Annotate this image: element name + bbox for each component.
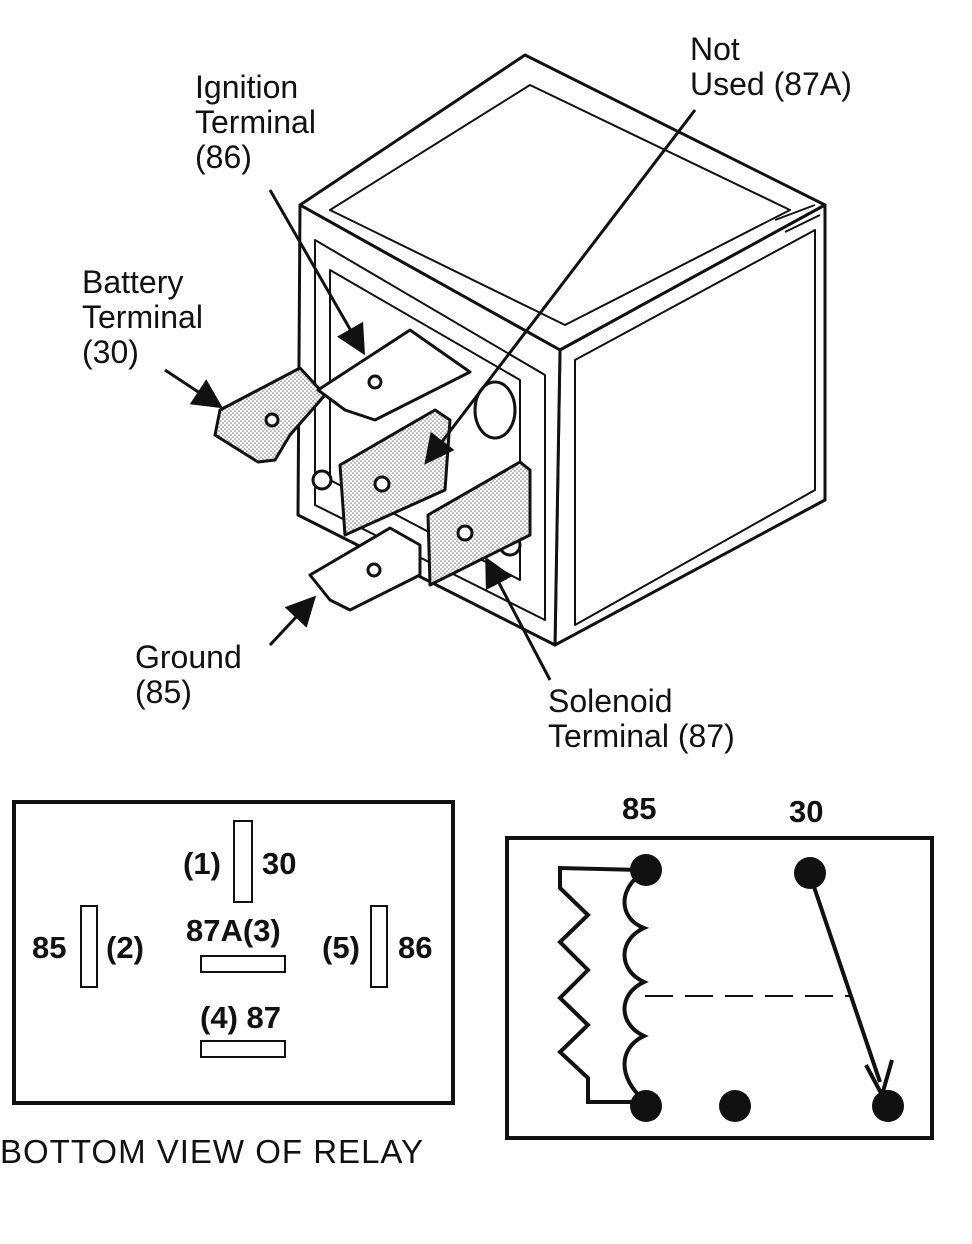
pin-87-label: (4) 87 [200, 1000, 281, 1035]
resistor-symbol [557, 865, 643, 1104]
pin-87a-slot [200, 955, 286, 973]
contact-85 [630, 854, 662, 886]
bottom-view-box [12, 800, 455, 1105]
ground-label: Ground (85) [135, 639, 242, 710]
coil-symbol [622, 870, 650, 1102]
pin-30-name: 30 [262, 846, 297, 881]
pin-87a-label: 87A(3) [186, 913, 281, 948]
contact-87 [872, 1090, 904, 1122]
pin-85-name: 85 [32, 930, 67, 965]
pin-30-number: (1) [183, 846, 221, 881]
contact-30 [794, 857, 826, 889]
pin-86-slot [370, 905, 388, 988]
schematic-pin-30-label: 30 [789, 794, 824, 829]
not-used-label: Not Used (87A) [690, 31, 852, 102]
solenoid-terminal-label: Solenoid Terminal (87) [548, 683, 735, 754]
battery-terminal-label: Battery Terminal (30) [82, 264, 203, 370]
pin-87-slot [200, 1040, 286, 1058]
bottom-view-caption: BOTTOM VIEW OF RELAY [0, 1133, 424, 1170]
contact-87a [719, 1090, 751, 1122]
ignition-terminal-label: Ignition Terminal (86) [195, 69, 316, 175]
schematic-box [505, 836, 934, 1140]
pin-85-slot [80, 905, 98, 988]
contact-86 [630, 1090, 662, 1122]
pin-86-name: 86 [398, 930, 433, 965]
pin-85-number: (2) [106, 930, 144, 965]
leader-arrows [164, 109, 697, 681]
switch-arm [808, 874, 882, 1083]
schematic-pin-85-label: 85 [622, 791, 657, 826]
pin-86-number: (5) [322, 930, 360, 965]
relay-terminals [213, 328, 532, 612]
pin-30-slot [233, 820, 253, 903]
